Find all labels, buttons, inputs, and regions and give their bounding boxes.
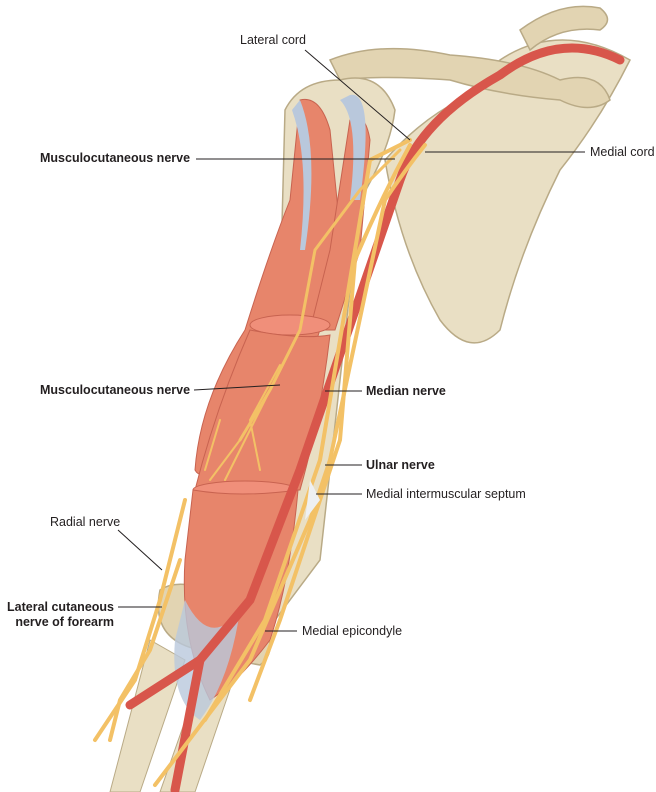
label-medial-cord: Medial cord: [590, 145, 655, 159]
label-median-nerve: Median nerve: [366, 384, 446, 398]
label-musculocutaneous-nerve-upper: Musculocutaneous nerve: [40, 151, 191, 165]
label-lateral-cutaneous-nerve-line2: nerve of forearm: [15, 615, 114, 629]
label-ulnar-nerve: Ulnar nerve: [366, 458, 435, 472]
label-medial-intermuscular-septum: Medial intermuscular septum: [366, 487, 526, 501]
label-medial-epicondyle: Medial epicondyle: [302, 624, 403, 638]
label-musculocutaneous-nerve-lower: Musculocutaneous nerve: [40, 383, 191, 397]
label-lateral-cord: Lateral cord: [240, 33, 307, 47]
leader-lines: [117, 49, 585, 632]
label-lateral-cutaneous-nerve-line1: Lateral cutaneous: [7, 600, 114, 614]
label-radial-nerve: Radial nerve: [50, 515, 121, 529]
medial-septum: [305, 480, 320, 520]
nerves: [93, 138, 427, 787]
